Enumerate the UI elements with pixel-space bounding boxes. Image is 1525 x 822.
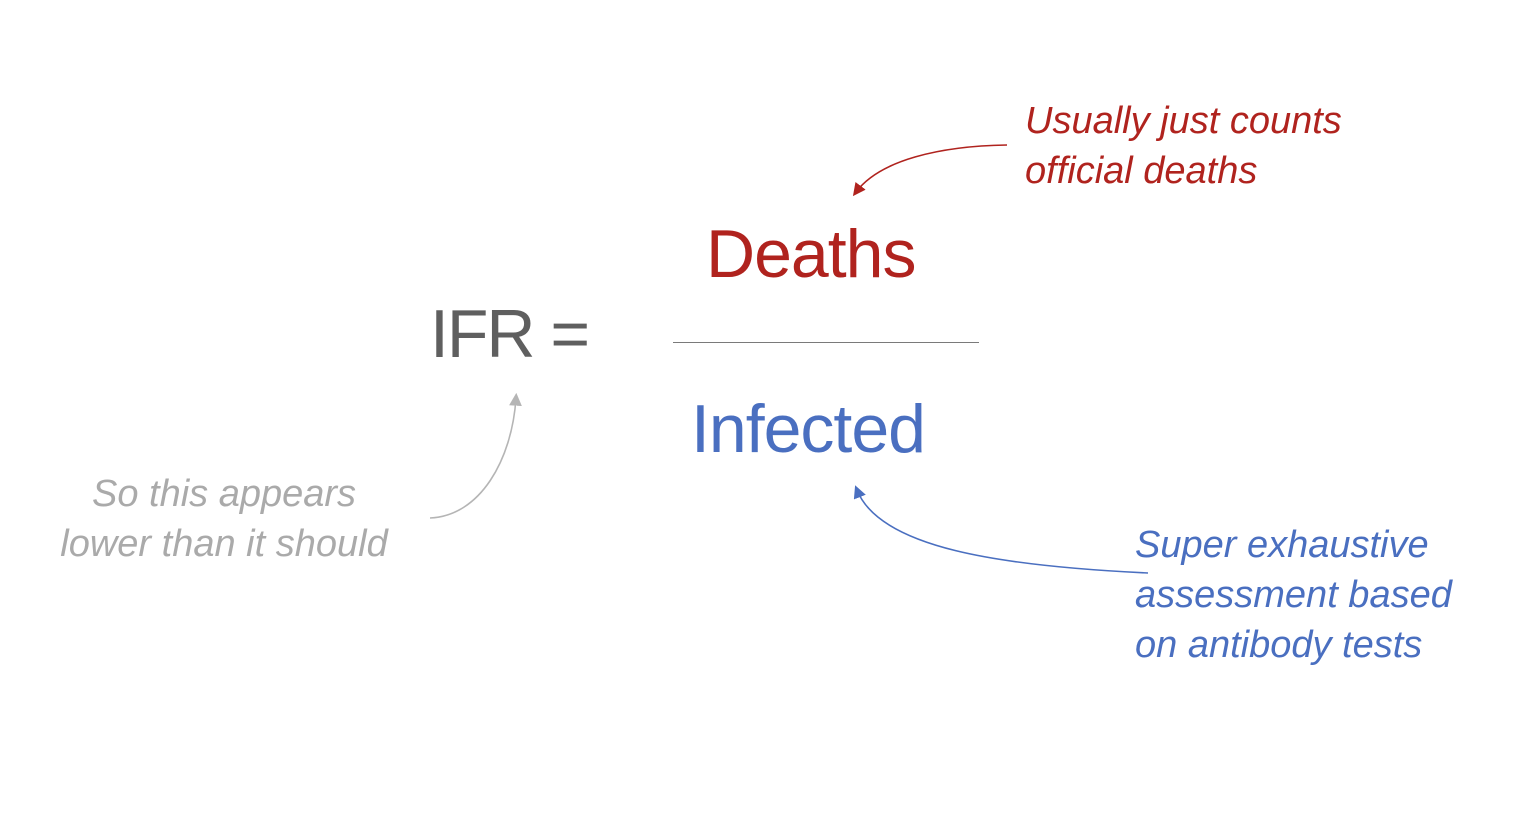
denominator-infected: Infected: [691, 391, 926, 467]
infected-arrow: [853, 485, 1149, 574]
numerator-deaths: Deaths: [706, 216, 916, 292]
infected-annotation: Super exhaustive assessment based on ant…: [1135, 520, 1452, 670]
infected-annotation-line: on antibody tests: [1135, 624, 1423, 666]
ifr-annotation-line: lower than it should: [60, 523, 388, 565]
ifr-label: IFR =: [430, 296, 590, 372]
infected-annotation-line: assessment based: [1135, 574, 1452, 616]
deaths-annotation-line: official deaths: [1025, 150, 1258, 192]
ifr-annotation: So this appears lower than it should: [48, 469, 400, 569]
fraction-bar: [673, 342, 979, 343]
infected-annotation-line: Super exhaustive: [1135, 524, 1429, 566]
ifr-annotation-line: So this appears: [91, 473, 357, 515]
ifr-arrow: [429, 392, 522, 519]
deaths-annotation: Usually just counts official deaths: [1025, 96, 1342, 196]
deaths-annotation-line: Usually just counts: [1025, 100, 1342, 142]
deaths-arrow: [852, 144, 1008, 197]
